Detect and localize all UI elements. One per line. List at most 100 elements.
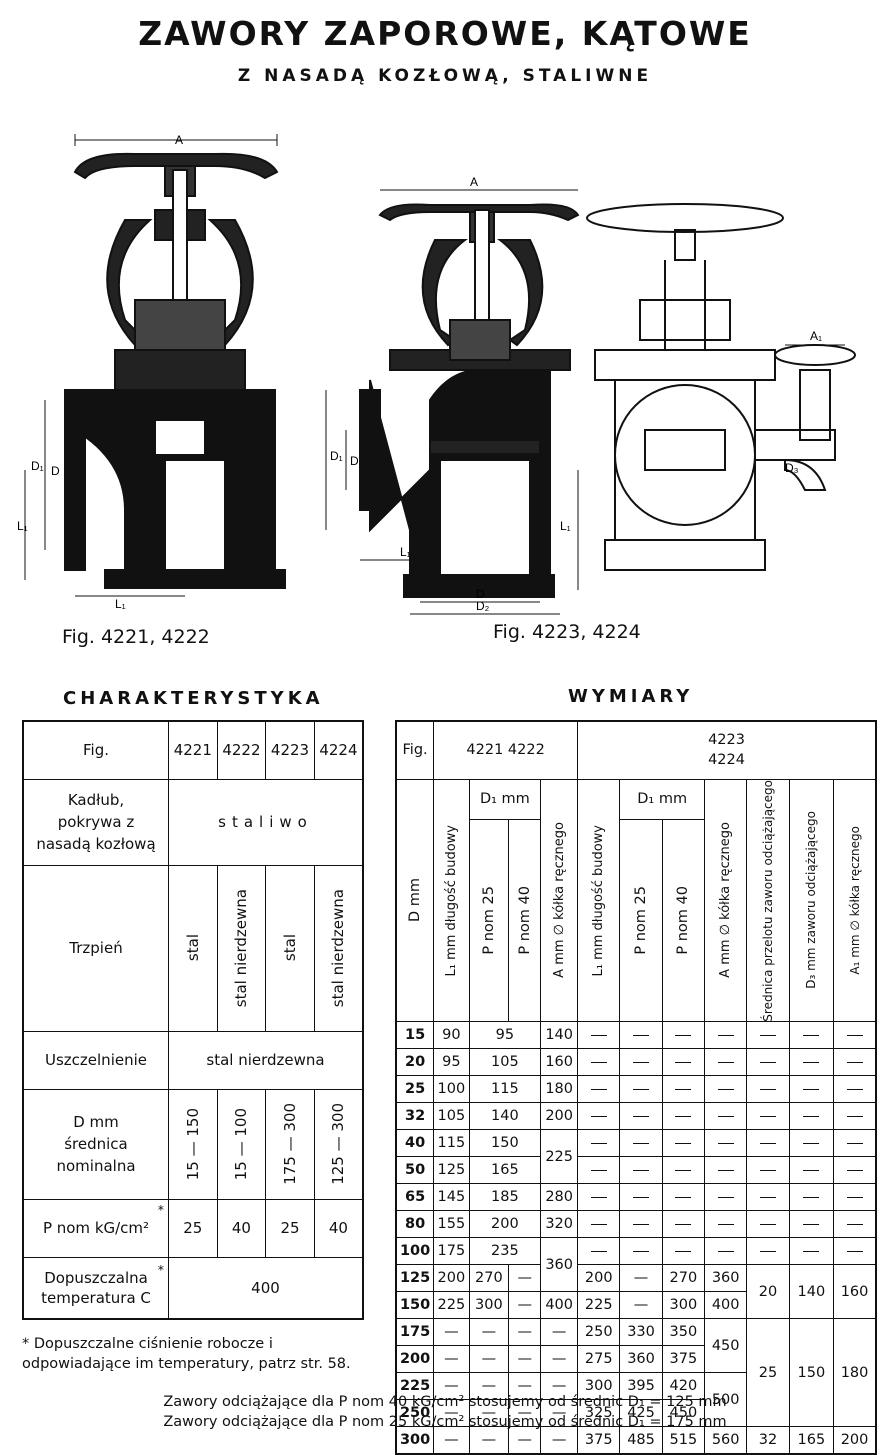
dim-cell xyxy=(788,1048,835,1077)
dim-cell: 450 xyxy=(703,1318,748,1374)
dim-cell: — xyxy=(508,1372,542,1401)
dim-cell: 150 xyxy=(468,1129,542,1158)
dim-label-l1-vertical: L₁ xyxy=(17,519,28,533)
dim-header-p40: P nom 40 xyxy=(516,886,533,955)
dim-cell xyxy=(661,1048,706,1077)
dim-cell xyxy=(703,1048,748,1077)
dim-cell xyxy=(703,1237,748,1266)
dim-cell: — xyxy=(433,1372,470,1401)
char-stem-value: stal nierdzewna xyxy=(329,888,348,1008)
dim-cell xyxy=(619,1237,663,1266)
dim-cell-d: 250 xyxy=(395,1399,435,1428)
footer-note-2: Zawory odciążające dla P nom 25 kG/cm² s… xyxy=(163,1414,727,1430)
dim-header-d1-2: D₁ mm xyxy=(619,778,705,820)
dim-header-d3: D₃ mm zaworu odciążającego xyxy=(804,811,819,990)
dim-cell: — xyxy=(508,1264,542,1293)
dim-cell: 400 xyxy=(703,1291,748,1320)
char-body-label: Kadłub, pokrywa z nasadą kozłową xyxy=(22,778,169,866)
dim-label-d3: D₃ xyxy=(785,461,799,475)
dim-group-1: 4221 4222 xyxy=(433,720,579,780)
char-d-value: 15 — 150 xyxy=(183,1107,202,1181)
dim-cell xyxy=(577,1102,621,1131)
dim-cell xyxy=(619,1102,663,1131)
dim-cell xyxy=(788,1021,835,1050)
dim-cell: 20 xyxy=(746,1264,790,1320)
dim-label-l1-horizontal: L₁ xyxy=(115,597,126,610)
dim-cell: — xyxy=(433,1399,470,1428)
dim-cell: 155 xyxy=(433,1210,470,1239)
dim-cell xyxy=(788,1102,835,1131)
dim-cell xyxy=(577,1075,621,1104)
dim-cell: 95 xyxy=(433,1048,470,1077)
dim-cell xyxy=(788,1156,835,1185)
dim-cell: 360 xyxy=(703,1264,748,1293)
characteristics-note: * Dopuszczalne ciśnienie robocze i odpow… xyxy=(22,1336,351,1372)
dim-cell: 270 xyxy=(468,1264,510,1293)
dim-cell: 105 xyxy=(433,1102,470,1131)
dim-cell xyxy=(746,1102,790,1131)
dim-cell xyxy=(746,1021,790,1050)
char-body-value: staliwo xyxy=(168,778,364,866)
dim-cell: — xyxy=(540,1399,579,1428)
dim-cell: 140 xyxy=(468,1102,542,1131)
dim-cell: 180 xyxy=(540,1075,579,1104)
dim-cell xyxy=(833,1210,877,1239)
dim-cell: 90 xyxy=(433,1021,470,1050)
dim-cell: 300 xyxy=(468,1291,510,1320)
dim-label-d1-mid: D₁ xyxy=(330,449,343,463)
figure-caption-right: Fig. 4223, 4224 xyxy=(493,621,641,643)
dim-cell: 280 xyxy=(540,1183,579,1212)
valve-drawing-middle: A D₁ D L₁ L₁ D D₂ xyxy=(325,175,580,615)
dim-cell xyxy=(703,1183,748,1212)
dim-cell-d: 80 xyxy=(395,1210,435,1239)
dim-cell xyxy=(833,1021,877,1050)
dim-header-d1: D₁ mm xyxy=(468,778,542,820)
dim-cell xyxy=(746,1048,790,1077)
figure-caption-left: Fig. 4221, 4222 xyxy=(62,626,210,648)
dim-cell: 350 xyxy=(661,1318,706,1347)
dim-cell xyxy=(619,1048,663,1077)
char-stem-value: stal xyxy=(183,934,202,962)
dim-cell-d: 125 xyxy=(395,1264,435,1293)
dim-cell-d: 225 xyxy=(395,1372,435,1401)
dim-cell: 375 xyxy=(661,1345,706,1374)
dim-cell xyxy=(661,1129,706,1158)
dim-cell xyxy=(746,1156,790,1185)
dim-cell xyxy=(577,1048,621,1077)
dim-cell xyxy=(661,1021,706,1050)
dim-cell xyxy=(619,1156,663,1185)
footer-note-1: Zawory odciążające dla P nom 40 kG/cm² s… xyxy=(163,1394,727,1410)
dim-cell: 95 xyxy=(468,1021,542,1050)
dim-label-d: D xyxy=(51,464,60,478)
dim-cell: — xyxy=(508,1318,542,1347)
char-fig: 4223 xyxy=(265,720,315,780)
dim-cell: 150 xyxy=(788,1318,835,1428)
dim-cell-d: 200 xyxy=(395,1345,435,1374)
dim-cell xyxy=(746,1210,790,1239)
dim-cell: — xyxy=(468,1372,510,1401)
dim-cell xyxy=(746,1183,790,1212)
dim-label-a: A xyxy=(175,133,183,147)
dim-cell xyxy=(577,1183,621,1212)
dim-cell: 200 xyxy=(468,1210,542,1239)
dim-group-2: 4223 4224 xyxy=(577,720,877,780)
dim-cell xyxy=(833,1129,877,1158)
dim-cell-d: 20 xyxy=(395,1048,435,1077)
dim-cell-d: 175 xyxy=(395,1318,435,1347)
char-stem-value: stal xyxy=(281,934,300,962)
dim-cell: 200 xyxy=(433,1264,470,1293)
characteristics-table: Fig. 4221 4222 4223 4224 Kadłub, pokrywa… xyxy=(22,720,364,1320)
dim-cell xyxy=(788,1183,835,1212)
